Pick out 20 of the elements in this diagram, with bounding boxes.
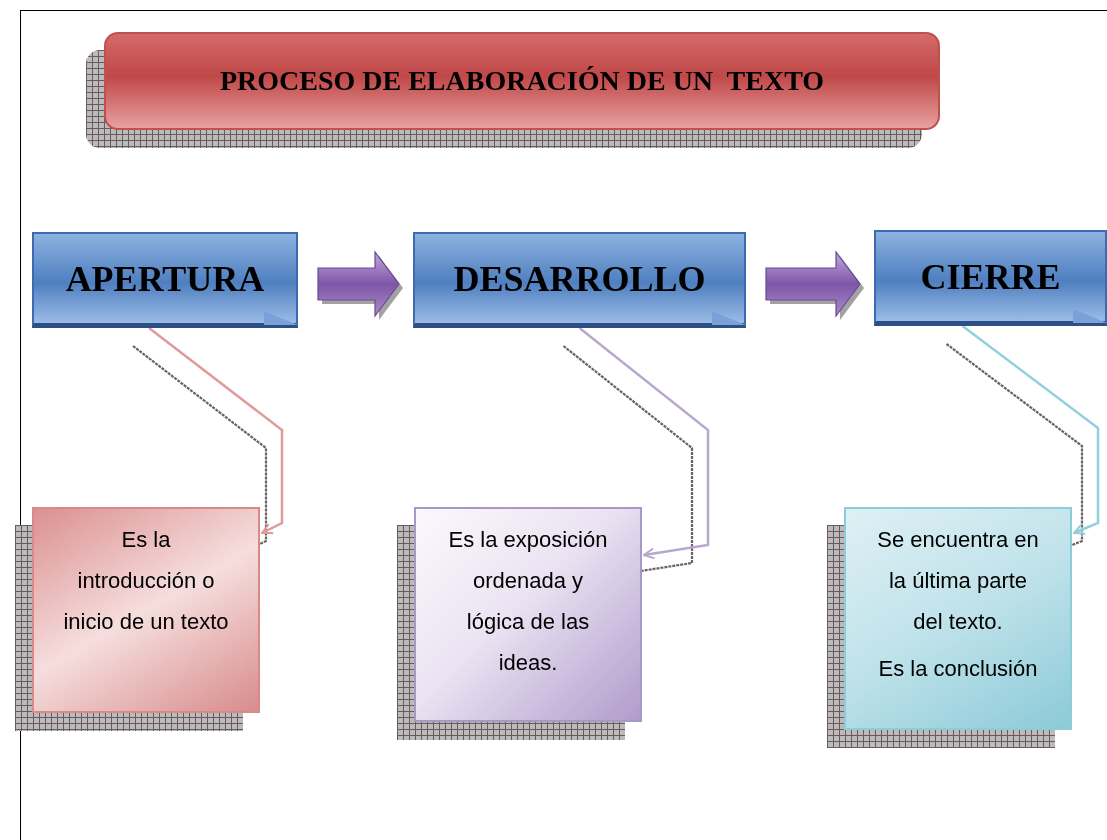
stage-label: APERTURA [65,257,265,300]
title-text: PROCESO DE ELABORACIÓN DE UN TEXTO [219,65,825,97]
description-text: Es la exposición ordenada y lógica de las ideas. [447,526,609,677]
stage-label: DESARROLLO [453,257,706,300]
stage-box [874,230,1107,326]
bent-arrow [578,327,710,560]
description-box [844,507,1072,730]
bent-arrow [148,327,284,535]
description-text: Es la conclusión [878,655,1038,683]
title-banner [104,32,940,130]
description-box [414,507,642,722]
block-arrow [765,250,864,320]
stage-label: CIERRE [920,255,1061,298]
description-text: Se encuentra en la última parte del texto. [876,526,1040,636]
description-box [32,507,260,713]
block-arrow [317,250,403,320]
stage-box [32,232,298,328]
bent-arrow [961,325,1100,535]
stage-box [413,232,746,328]
description-text: Es la introducción o inicio de un texto [62,526,230,636]
